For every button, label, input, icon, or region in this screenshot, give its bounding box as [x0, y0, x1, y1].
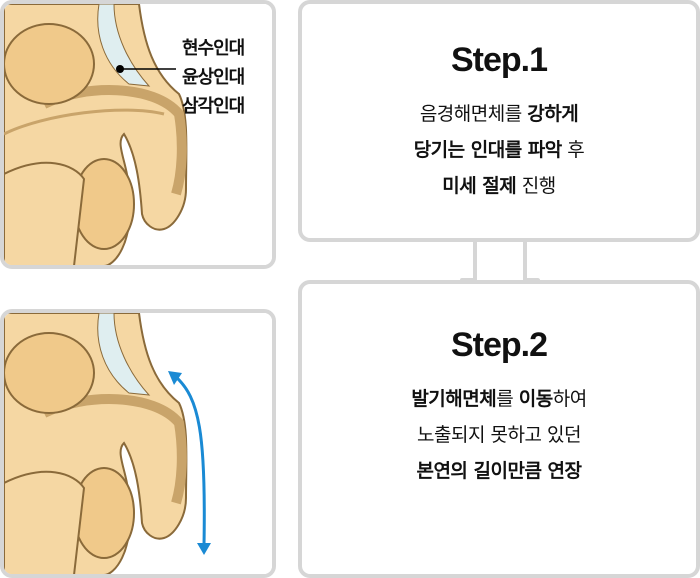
description-line: 노출되지 못하고 있던	[302, 417, 696, 453]
ligament-labels: 현수인대 윤상인대 삼각인대	[182, 34, 245, 121]
step1-title: Step.1	[450, 41, 548, 79]
step2-title: Step.2	[450, 326, 548, 364]
emphasized-text: 본연의 길이만큼 연장	[416, 460, 582, 482]
description-line: 당기는 인대를 파악 후	[302, 132, 696, 168]
label-suspensory-ligament: 현수인대	[182, 38, 245, 59]
label-fundiform-ligament: 윤상인대	[182, 67, 245, 88]
description-line: 음경해면체를 강하게	[302, 96, 696, 132]
anatomy-illustration	[4, 313, 272, 574]
text: 진행	[516, 175, 556, 197]
text: 노출되지 못하고 있던	[417, 424, 581, 446]
anatomy-illustration	[4, 4, 272, 265]
lengthening-arrow-icon	[168, 371, 211, 555]
text: 음경해면체를	[419, 103, 528, 125]
description-line: 본연의 길이만큼 연장	[302, 453, 696, 489]
emphasized-text: 발기해면체	[411, 388, 497, 410]
illustration-panel-step2	[0, 309, 276, 578]
text: 후	[561, 139, 585, 161]
emphasized-text: 이동	[518, 388, 553, 410]
description-line: 발기해면체를 이동하여	[302, 381, 696, 417]
description-line: 미세 절제 진행	[302, 168, 696, 204]
emphasized-text: 미세 절제	[442, 175, 517, 197]
emphasized-text: 강하게	[527, 103, 579, 125]
illustration-panel-step1: 현수인대 윤상인대 삼각인대	[0, 0, 276, 269]
emphasized-text: 당기는 인대를 파악	[413, 139, 563, 161]
text: 를	[496, 388, 519, 410]
label-triangular-ligament: 삼각인대	[182, 96, 245, 117]
ligament-marker	[116, 65, 124, 73]
text: 하여	[552, 388, 587, 410]
